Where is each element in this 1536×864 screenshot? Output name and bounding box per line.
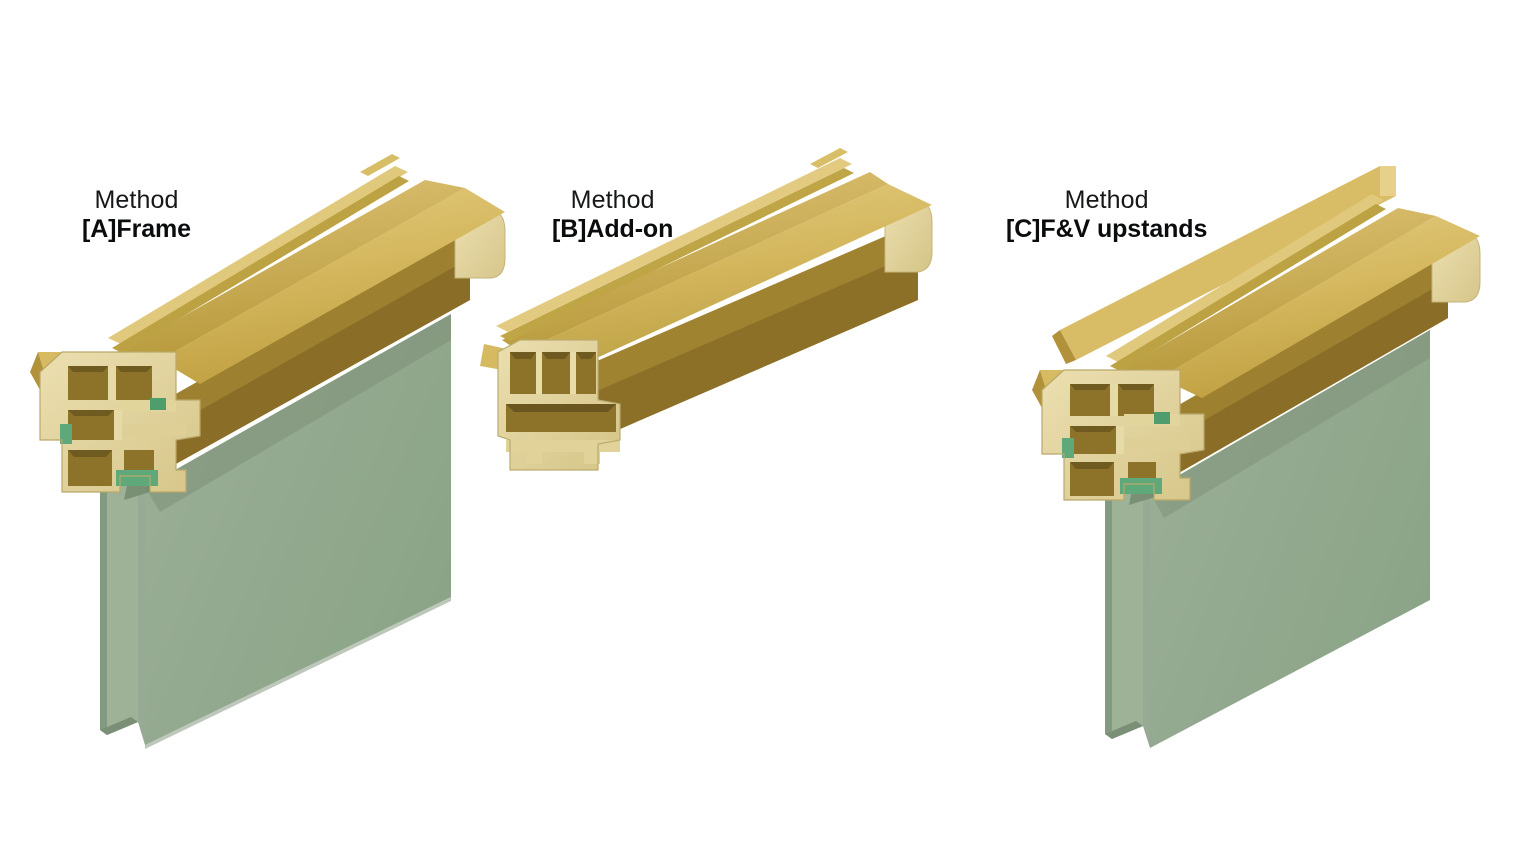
profile-extrusion-c (1032, 194, 1481, 478)
profile-extrusion-a (30, 154, 506, 470)
glass-panel-c (1105, 330, 1430, 748)
label-a-line2: [A]Frame (82, 215, 191, 243)
label-a-line1: Method (94, 186, 179, 214)
cross-section-face-c (1041, 369, 1205, 501)
figure-method-a (0, 0, 520, 864)
method-b-drawing (480, 148, 933, 471)
label-method-b: Method [B]Add-on (552, 186, 673, 244)
upstand-fin-c (1052, 166, 1396, 364)
profile-extrusion-b (480, 148, 933, 468)
label-method-c: Method [C]F&V upstands (1006, 186, 1207, 244)
method-c-drawing (1032, 166, 1481, 748)
method-a-drawing (30, 154, 506, 749)
gasket-a (60, 398, 166, 486)
gasket-c (1062, 412, 1170, 494)
label-c-line2: [C]F&V upstands (1006, 215, 1208, 243)
glass-panel-a (100, 314, 451, 749)
label-c-line1: Method (1064, 186, 1149, 214)
label-b-line1: Method (570, 186, 655, 214)
label-method-a: Method [A]Frame (82, 186, 191, 244)
label-b-line2: [B]Add-on (552, 215, 674, 243)
figure-method-b (480, 0, 1000, 864)
cross-section-face-a (39, 351, 201, 493)
figure-method-c (1000, 0, 1536, 864)
cross-section-face-b (497, 339, 621, 471)
